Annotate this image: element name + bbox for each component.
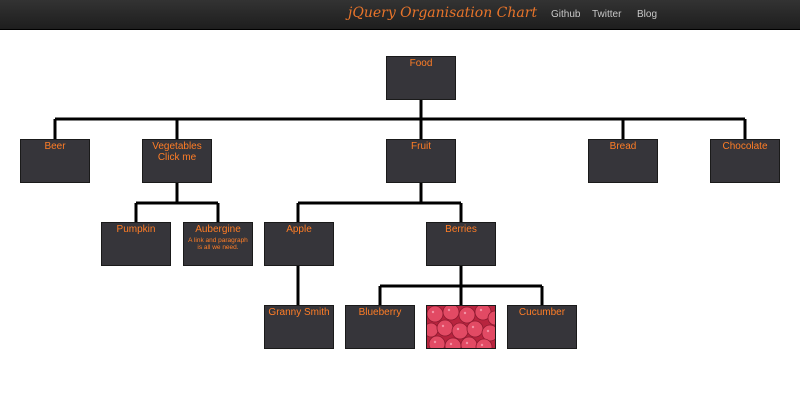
org-node-granny-smith[interactable]: Granny Smith [264, 305, 334, 349]
org-node-fruit[interactable]: Fruit [386, 139, 456, 183]
node-label[interactable]: Aubergine [195, 224, 241, 235]
node-label: Berries [445, 224, 477, 235]
node-label: Blueberry [358, 307, 402, 318]
org-node-raspberries-image[interactable] [426, 305, 496, 349]
org-node-cucumber[interactable]: Cucumber [507, 305, 577, 349]
org-node-vegetables[interactable]: Vegetables Click me [142, 139, 212, 183]
node-label: Bread [609, 141, 637, 152]
node-label: Cucumber [518, 307, 566, 318]
org-node-aubergine[interactable]: Aubergine A link and paragraph is all we… [183, 222, 253, 266]
node-label: Food [409, 58, 433, 69]
node-label: Chocolate [722, 141, 768, 152]
org-node-food[interactable]: Food [386, 56, 456, 100]
node-label: Granny Smith [268, 307, 330, 318]
org-node-pumpkin[interactable]: Pumpkin [101, 222, 171, 266]
node-label: Beer [44, 141, 66, 152]
raspberries-photo [427, 306, 495, 348]
node-label: Pumpkin [116, 224, 156, 235]
org-node-bread[interactable]: Bread [588, 139, 658, 183]
nav-link-blog[interactable]: Blog [637, 9, 658, 20]
org-node-beer[interactable]: Beer [20, 139, 90, 183]
node-label: Vegetables Click me [152, 141, 202, 163]
brand-title[interactable]: jQuery Organisation Chart [348, 5, 538, 21]
org-node-blueberry[interactable]: Blueberry [345, 305, 415, 349]
org-node-berries[interactable]: Berries [426, 222, 496, 266]
node-description: A link and paragraph is all we need. [188, 237, 248, 251]
node-label: Fruit [411, 141, 431, 152]
nav-link-github[interactable]: Github [551, 9, 581, 20]
org-node-chocolate[interactable]: Chocolate [710, 139, 780, 183]
top-navbar: jQuery Organisation Chart Github Twitter… [0, 0, 800, 30]
node-label: Apple [286, 224, 312, 235]
org-node-apple[interactable]: Apple [264, 222, 334, 266]
nav-link-twitter[interactable]: Twitter [592, 9, 622, 20]
